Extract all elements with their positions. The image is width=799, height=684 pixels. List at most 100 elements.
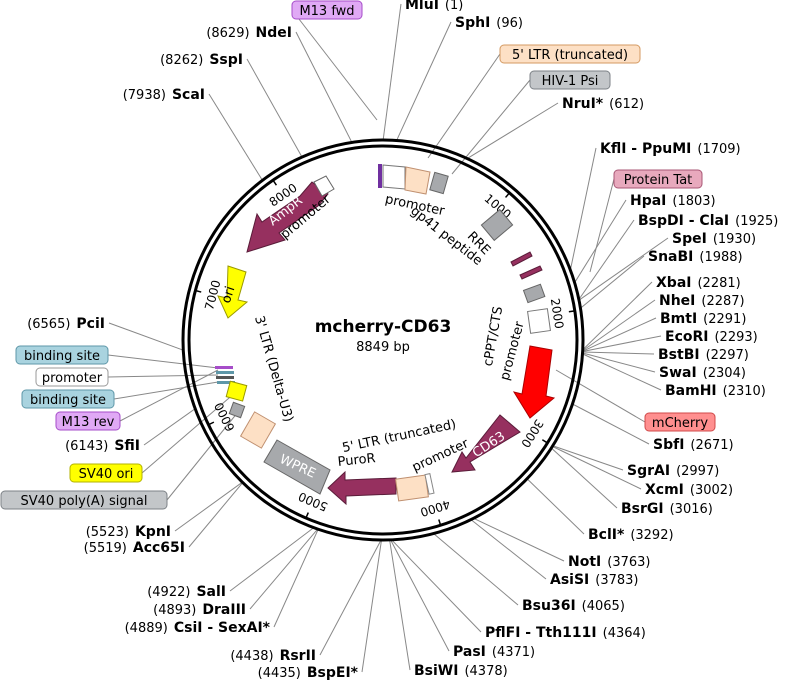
- feature-tag-box[interactable]: [0, 490, 168, 510]
- restriction-site-label[interactable]: BmtI(2291): [660, 311, 746, 327]
- cppt-feature[interactable]: [522, 283, 546, 304]
- tick-label: 2000: [548, 297, 566, 329]
- feature-tag-label: binding site: [30, 393, 106, 408]
- ltr5-top-feature[interactable]: [404, 166, 431, 195]
- restriction-site-label[interactable]: (8629)NdeI: [206, 25, 292, 41]
- restriction-site-label[interactable]: SpeI(1930): [672, 231, 756, 247]
- ori-arrow[interactable]: [217, 265, 249, 319]
- feature-tag-box[interactable]: [613, 169, 703, 189]
- restriction-site-label[interactable]: SgrAI(2997): [627, 463, 719, 479]
- feature-tag-box[interactable]: [499, 44, 641, 64]
- restriction-site-label[interactable]: (7938)ScaI: [123, 87, 205, 103]
- site-leader: [390, 539, 450, 652]
- restriction-site-label[interactable]: BclI*(3292): [588, 527, 674, 543]
- site-leader: [552, 445, 642, 490]
- ampr-promoter-arrow[interactable]: [313, 175, 335, 197]
- restriction-site-label[interactable]: BspDI - ClaI(1925): [638, 213, 778, 229]
- restriction-site-label[interactable]: (6565)PciI: [27, 316, 105, 332]
- site-leader: [582, 352, 656, 373]
- restriction-site-label[interactable]: SbfI(2671): [653, 437, 734, 453]
- site-leader: [582, 351, 655, 355]
- restriction-site-label[interactable]: BsrGI(3016): [621, 501, 713, 517]
- m13-fwd-feature[interactable]: [378, 164, 382, 188]
- restriction-site-label[interactable]: MluI(1): [405, 0, 463, 13]
- feature-tag-box[interactable]: [55, 411, 121, 431]
- site-leader: [526, 478, 585, 535]
- restriction-site-label[interactable]: PflFI - Tth111I(4364): [485, 625, 646, 641]
- restriction-site-label[interactable]: NotI(3763): [568, 554, 650, 570]
- site-leader: [382, 3, 402, 141]
- restriction-site-label[interactable]: SwaI(2304): [659, 365, 746, 381]
- tick-mark: [504, 192, 511, 198]
- feature-tag-box[interactable]: [529, 70, 611, 90]
- cmv-promoter-feature[interactable]: [527, 308, 551, 334]
- restriction-site-label[interactable]: NruI*(612): [562, 96, 644, 112]
- restriction-site-label[interactable]: KflI - PpuMI(1709): [600, 141, 741, 157]
- restriction-site-label[interactable]: HpaI(1803): [630, 193, 716, 209]
- restriction-site-label[interactable]: NheI(2287): [659, 293, 745, 309]
- pgk-promoter-feature[interactable]: [395, 474, 429, 502]
- site-leader: [433, 533, 519, 606]
- restriction-site-label[interactable]: BstBI(2297): [658, 347, 749, 363]
- feature-tag-label: binding site: [24, 349, 100, 364]
- tick-mark: [195, 289, 202, 293]
- tick-mark: [272, 179, 278, 186]
- site-leader: [473, 517, 565, 562]
- feature-tag-box[interactable]: [291, 0, 363, 20]
- feature-tag-box[interactable]: [69, 463, 143, 483]
- feature-leader: [119, 369, 219, 422]
- restriction-site-label[interactable]: (6143)SfiI: [65, 438, 140, 454]
- restriction-site-label[interactable]: SphI(96): [455, 15, 523, 31]
- site-leader: [569, 147, 597, 271]
- lac-promoter-marker: [216, 376, 234, 379]
- restriction-site-label[interactable]: SnaBI(1988): [648, 249, 743, 265]
- backbone-outer-ring: [181, 138, 585, 542]
- site-leader: [582, 353, 662, 391]
- feature-leader: [113, 381, 219, 400]
- sv40-polya-feature[interactable]: [228, 401, 246, 419]
- restriction-site-label[interactable]: (4889)CsiI - SexAI*: [125, 620, 271, 636]
- restriction-site-label[interactable]: (8262)SspI: [160, 52, 243, 68]
- feature-leader: [589, 178, 615, 273]
- site-leader: [582, 281, 653, 351]
- restriction-site-label[interactable]: (4438)RsrII: [230, 648, 316, 664]
- feature-tag-box[interactable]: [35, 367, 109, 387]
- restriction-site-label[interactable]: (5519)Acc65I: [84, 540, 185, 556]
- restriction-site-label[interactable]: Bsu36I(4065): [522, 598, 625, 614]
- site-leader: [246, 58, 303, 158]
- sv40-ori-feature[interactable]: [225, 380, 248, 402]
- site-leader: [578, 237, 669, 301]
- restriction-site-label[interactable]: (4922)SalI: [147, 584, 226, 600]
- feature-tag-label: Protein Tat: [624, 173, 693, 188]
- mcherry-arrow[interactable]: [512, 345, 556, 419]
- label-puror: PuroR: [337, 451, 376, 470]
- feature-tag-label: 5' LTR (truncated): [512, 48, 628, 63]
- wpre-feature[interactable]: [263, 439, 331, 495]
- restriction-site-label[interactable]: AsiSI(3783): [550, 572, 639, 588]
- feature-tag-box[interactable]: [644, 412, 716, 432]
- feature-tag-label: M13 fwd: [299, 4, 354, 19]
- feature-tag-box[interactable]: [15, 345, 109, 365]
- restriction-site-label[interactable]: (4435)BspEI*: [258, 665, 359, 681]
- restriction-site-label[interactable]: (5523)KpnI: [86, 524, 171, 540]
- psi-feature[interactable]: [429, 171, 449, 195]
- site-leader: [143, 408, 196, 446]
- restriction-site-label[interactable]: XcmI(3002): [645, 482, 733, 498]
- cd63-arrow[interactable]: [451, 414, 521, 473]
- top-promoter-arrow[interactable]: [382, 164, 406, 190]
- restriction-site-label[interactable]: EcoRI(2293): [665, 329, 758, 345]
- restriction-site-label[interactable]: BsiWI(4378): [414, 663, 508, 679]
- restriction-site-label[interactable]: BamHI(2310): [665, 383, 766, 399]
- rre-feature[interactable]: [480, 208, 514, 242]
- ampr-arrow[interactable]: [246, 181, 329, 253]
- ltr3-feature[interactable]: [239, 411, 277, 449]
- site-leader: [295, 31, 353, 143]
- plasmid-name: mcherry-CD63: [315, 317, 452, 337]
- site-leader: [249, 528, 319, 610]
- puror-arrow[interactable]: [327, 470, 397, 506]
- restriction-site-label[interactable]: (4893)DraIII: [153, 602, 246, 618]
- feature-tag-box[interactable]: [21, 389, 115, 409]
- m13-rev-marker: [215, 366, 233, 369]
- restriction-site-label[interactable]: XbaI(2281): [656, 275, 741, 291]
- restriction-site-label[interactable]: PasI(4371): [453, 644, 535, 660]
